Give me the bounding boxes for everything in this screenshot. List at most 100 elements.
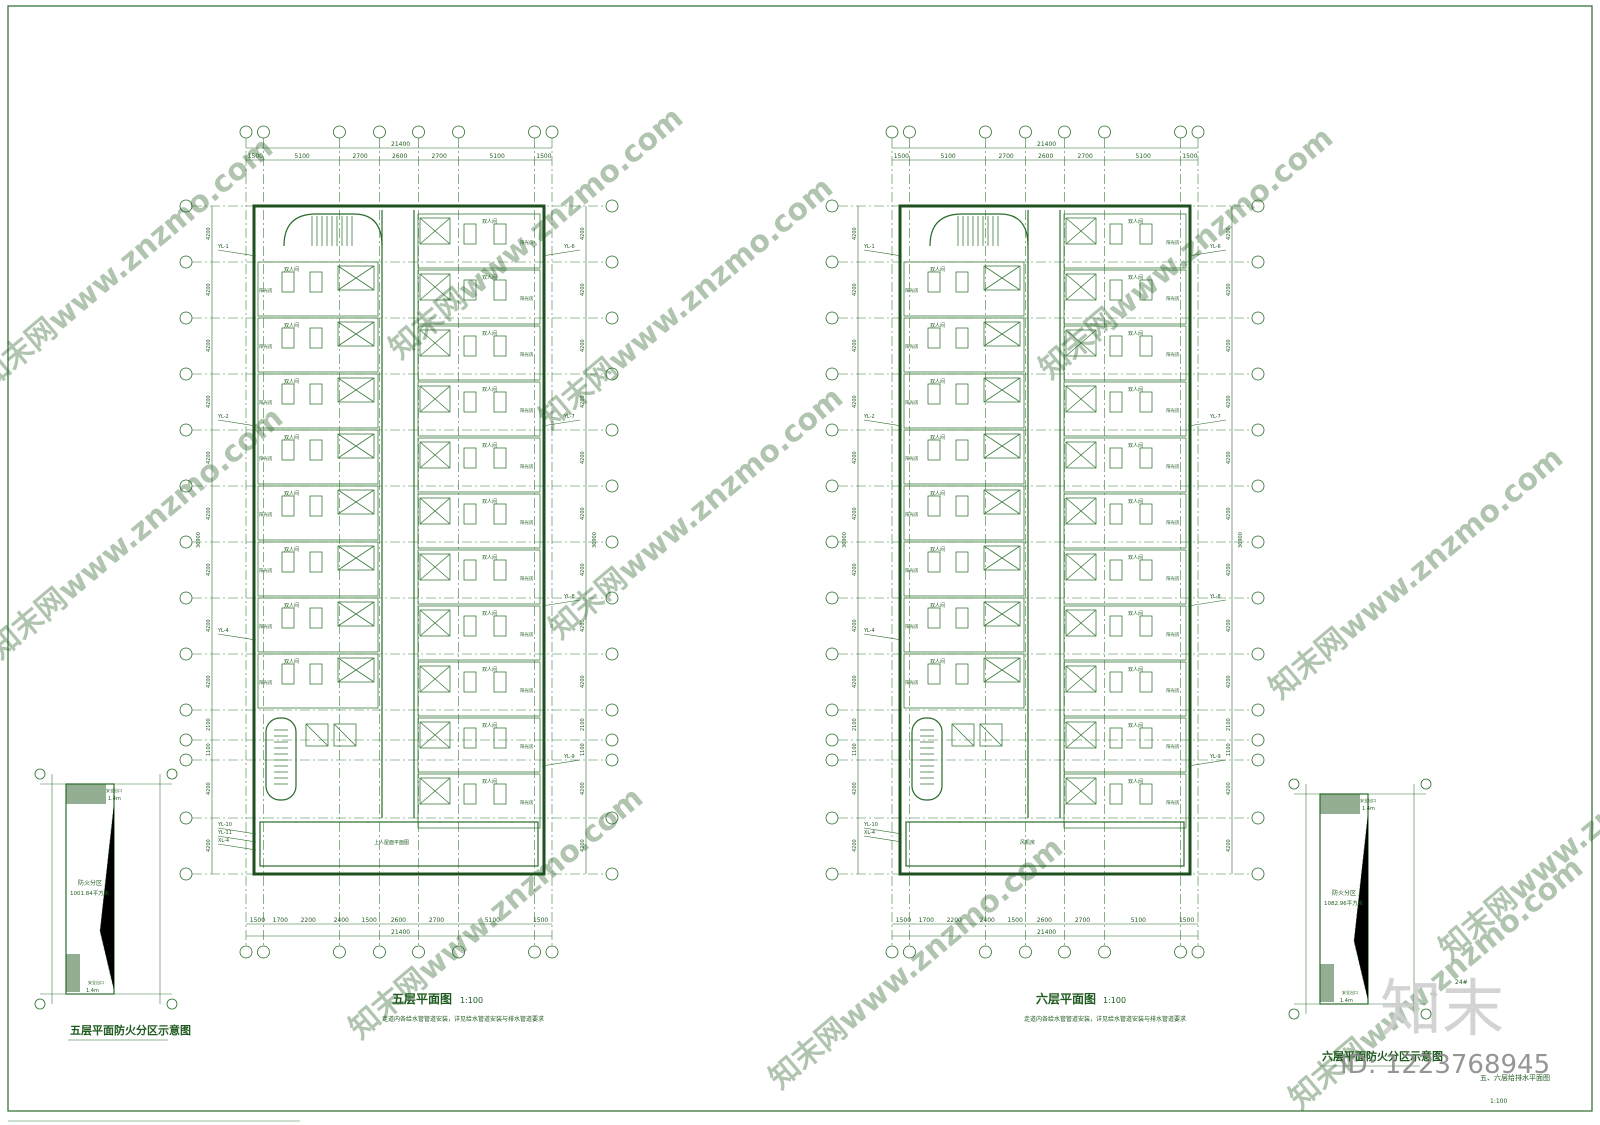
bathroom-cross: [419, 777, 451, 805]
bathroom-left: [983, 601, 1021, 627]
dim-bottom: 1500: [362, 917, 377, 924]
room-right: [1063, 437, 1187, 493]
dim-side-left: 4200: [206, 782, 212, 795]
dim-side-left: 2100: [206, 718, 212, 731]
bed: [955, 607, 969, 629]
bed: [463, 727, 477, 749]
balcony-label-left: 阳光房: [905, 399, 919, 406]
bathroom-cross: [337, 433, 375, 459]
room-left: [903, 485, 1025, 541]
bed: [463, 559, 477, 581]
bed: [493, 335, 507, 357]
fz-exit-label-top: 安全出口: [106, 787, 122, 793]
room-label-right: 双人间: [1128, 218, 1143, 225]
bed: [1139, 335, 1153, 357]
grid-bubble-top: [452, 125, 465, 139]
bed: [463, 335, 477, 357]
elevator-shaft: [333, 723, 357, 747]
bed: [1109, 447, 1123, 469]
dim-side-left: 4200: [206, 839, 212, 852]
fire-zone-title-sixth: 六层平面防火分区示意图: [1322, 1049, 1443, 1063]
bed: [493, 447, 507, 469]
grid-bubble-left: [179, 479, 193, 493]
dim-side-left: 4200: [206, 563, 212, 576]
roof-band: [905, 821, 1185, 867]
grid-bubble-bottom: [903, 945, 916, 959]
plan-scale-fifth: 1:100: [460, 996, 483, 1005]
fz-exit-label-top: 安全出口: [1360, 797, 1376, 803]
grid-bubble-bottom: [1174, 945, 1187, 959]
pipe-tag-left: YL-10: [863, 822, 878, 828]
grid-bubble-top: [1098, 125, 1111, 139]
bathroom-right: [419, 553, 451, 581]
dim-top: 1500: [1182, 153, 1197, 160]
fz-exit-label-bottom: 安全出口: [88, 979, 104, 985]
bathroom-cross: [337, 601, 375, 627]
grid-bubble-left: [825, 423, 839, 437]
balcony-label-right: 阳光房: [1166, 799, 1180, 806]
balcony-label-left: 阳光房: [905, 623, 919, 630]
room-label-left: 双人间: [930, 602, 945, 609]
dim-side-left: 4200: [852, 451, 858, 464]
grid-bubble-top: [903, 125, 916, 139]
grid-bubble-right: [605, 255, 619, 269]
elevator-cross: [333, 723, 357, 747]
bed: [1109, 783, 1123, 805]
dim-side-right: 4200: [1226, 619, 1232, 632]
pipe-tag-left: YL-11: [217, 830, 232, 836]
bed: [309, 551, 323, 573]
dim-side-left: 4200: [206, 507, 212, 520]
bed: [927, 327, 941, 349]
grid-bubble-left: [825, 703, 839, 717]
pipe-tag-leader-right: [1187, 759, 1227, 767]
bathroom-cross: [1065, 273, 1097, 301]
bathroom-cross: [1065, 609, 1097, 637]
pipe-tag-right: YL-7: [563, 414, 575, 420]
balcony-label-right: 阳光房: [520, 239, 534, 246]
room-label-right: 双人间: [1128, 722, 1143, 729]
grid-bubble-right: [605, 867, 619, 881]
bathroom-cross: [337, 265, 375, 291]
fz-bubble: [166, 768, 178, 780]
dim-top: 5100: [490, 153, 505, 160]
bathroom-left: [983, 489, 1021, 515]
fz-path: [1353, 813, 1369, 1001]
dim-side-right: 4200: [580, 782, 586, 795]
bed: [493, 279, 507, 301]
fz-zone-area: 1001.84平方米: [70, 889, 110, 897]
pipe-tag-left: YL-2: [217, 414, 229, 420]
dim-bottom: 1700: [919, 917, 934, 924]
fz-zone-area: 1082.96平方米: [1324, 899, 1364, 907]
bed: [309, 495, 323, 517]
balcony-label-right: 阳光房: [520, 687, 534, 694]
bed: [463, 223, 477, 245]
bathroom-cross: [419, 609, 451, 637]
bed: [955, 495, 969, 517]
bed: [493, 783, 507, 805]
watermark-text: 知末网www.znzmo.com: [0, 400, 290, 666]
sheet-scale: 1:100: [1490, 1098, 1507, 1105]
dim-bottom: 1700: [273, 917, 288, 924]
bathroom-cross: [983, 489, 1021, 515]
grid-bubble-top: [528, 125, 541, 139]
bed: [463, 279, 477, 301]
pipe-tag-right: YL-8: [563, 594, 575, 600]
balcony-label-right: 阳光房: [1166, 295, 1180, 302]
dim-side-right: 4200: [580, 507, 586, 520]
fz-exit-label-bottom: 安全出口: [1342, 989, 1358, 995]
grid-bubble-left: [825, 311, 839, 325]
room-right: [417, 493, 541, 549]
fz-bubble: [34, 998, 46, 1010]
dim-side-right: 4200: [580, 339, 586, 352]
grid-bubble-bottom: [452, 945, 465, 959]
room-right: [417, 717, 541, 773]
grid-bubble-left: [179, 703, 193, 717]
grid-bubble-right: [605, 591, 619, 605]
balcony-label-left: 阳光房: [259, 567, 273, 574]
dim-side-right: 1100: [580, 743, 586, 756]
grid-bubble-bottom: [885, 945, 899, 959]
bathroom-cross: [337, 377, 375, 403]
watermark-text: 知末网www.znzmo.com: [543, 380, 850, 646]
grid-bubble-left: [179, 423, 193, 437]
